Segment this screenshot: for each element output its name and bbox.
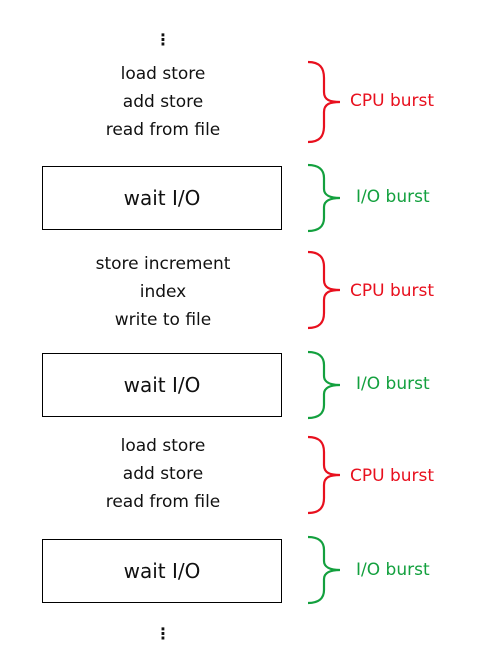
cpu-burst-label-3: CPU burst — [350, 466, 435, 486]
cpu-instructions-1: load store add store read from file — [63, 60, 263, 144]
instruction-line: write to file — [114, 310, 212, 330]
instruction-line: read from file — [105, 120, 221, 140]
wait-io-box-2: wait I/O — [42, 353, 282, 417]
cpu-instructions-3: load store add store read from file — [63, 432, 263, 516]
instruction-line: add store — [122, 92, 204, 112]
instruction-line: add store — [122, 464, 204, 484]
ellipsis-top: ⋮ — [155, 30, 171, 49]
io-burst-label-1: I/O burst — [356, 187, 430, 207]
io-brace-1 — [307, 163, 341, 233]
cpu-brace-1 — [307, 60, 341, 144]
instruction-line: read from file — [105, 492, 221, 512]
cpu-brace-2 — [307, 250, 341, 330]
io-burst-label-3: I/O burst — [356, 560, 430, 580]
instruction-line: store increment — [95, 254, 231, 274]
io-brace-2 — [307, 350, 341, 420]
instruction-line: load store — [120, 436, 206, 456]
io-burst-label-2: I/O burst — [356, 374, 430, 394]
wait-io-box-3: wait I/O — [42, 539, 282, 603]
cpu-instructions-2: store increment index write to file — [63, 250, 263, 334]
io-brace-3 — [307, 535, 341, 605]
wait-io-box-1: wait I/O — [42, 166, 282, 230]
ellipsis-bottom: ⋮ — [155, 624, 171, 643]
instruction-line: index — [139, 282, 187, 302]
instruction-line: load store — [120, 64, 206, 84]
cpu-burst-label-2: CPU burst — [350, 281, 435, 301]
cpu-brace-3 — [307, 435, 341, 515]
cpu-burst-label-1: CPU burst — [350, 91, 435, 111]
